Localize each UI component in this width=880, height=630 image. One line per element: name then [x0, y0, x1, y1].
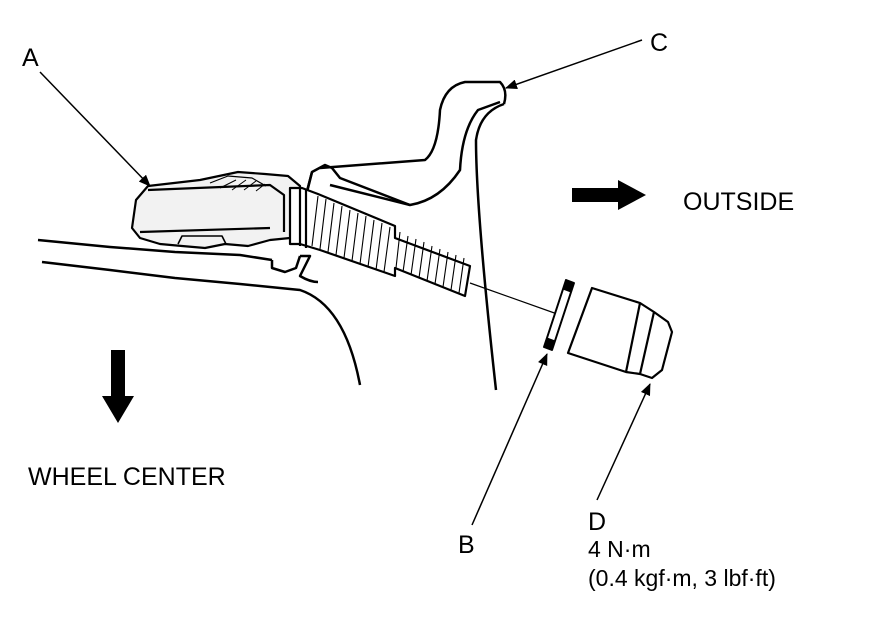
wheel-rim: [37, 80, 507, 391]
wheel-center-label: WHEEL CENTER: [28, 463, 226, 491]
leader-d: [596, 383, 651, 501]
torque-alternate: (0.4 kgf·m, 3 lbf·ft): [588, 565, 776, 591]
torque-metric: 4 N·m: [588, 536, 651, 562]
valve-stem: [288, 186, 472, 298]
outside-arrow-icon: [572, 180, 646, 210]
callout-c: C: [650, 29, 668, 57]
leader-a: [39, 71, 151, 187]
leader-c: [505, 39, 643, 90]
leader-b: [471, 353, 548, 526]
leader-lines: [39, 39, 651, 526]
tpms-sensor: [130, 170, 302, 250]
washer: [543, 279, 575, 351]
wheel-center-arrow-icon: [102, 350, 134, 423]
assembly-centerline: [469, 282, 561, 316]
callout-d: D: [588, 508, 606, 536]
callout-a: A: [22, 44, 39, 72]
valve-cap-nut: [566, 286, 674, 380]
callout-b: B: [458, 531, 475, 559]
outside-label: OUTSIDE: [683, 188, 794, 216]
